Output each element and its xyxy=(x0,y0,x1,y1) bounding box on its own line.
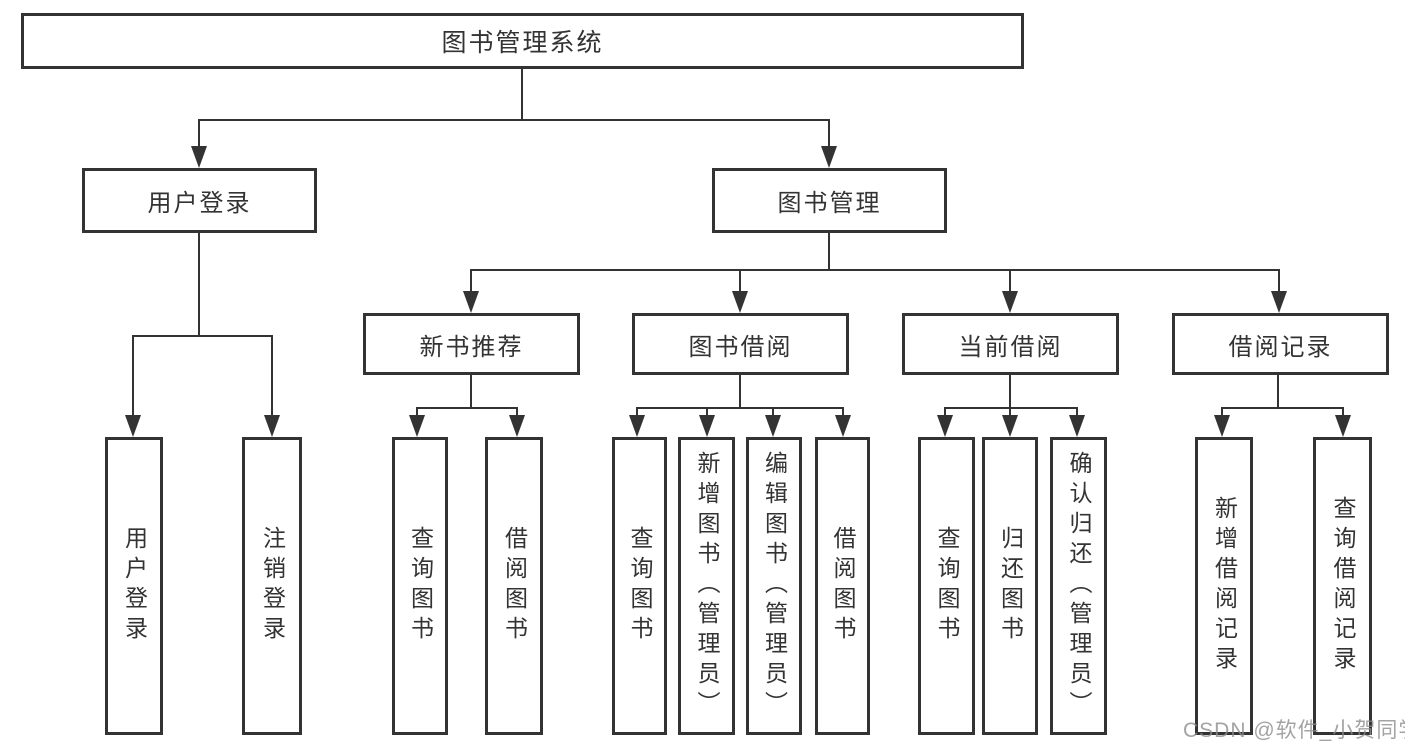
leaf-logout-label: 注销登录 xyxy=(259,526,286,646)
arrow-down-icon xyxy=(629,415,645,437)
arrow-shaft xyxy=(132,335,134,419)
node-user-login-label: 用户登录 xyxy=(147,190,252,217)
vline xyxy=(739,375,741,409)
vline xyxy=(1009,375,1011,409)
leaf-borrow-book: 借阅图书 xyxy=(815,437,870,735)
arrow-down-icon xyxy=(1214,415,1230,437)
arrow-down-icon xyxy=(835,415,851,437)
leaf-query-borrow-record-label: 查询借阅记录 xyxy=(1330,496,1356,676)
arrow-shaft xyxy=(1076,407,1078,419)
leaf-edit-book-admin: 编辑图书（管理员） xyxy=(746,437,802,735)
arrow-down-icon xyxy=(125,415,141,437)
arrow-shaft xyxy=(842,407,844,419)
node-book-management: 图书管理 xyxy=(712,168,947,233)
arrow-down-icon xyxy=(765,415,781,437)
arrow-shaft xyxy=(470,269,472,293)
leaf-add-borrow-record: 新增借阅记录 xyxy=(1195,437,1253,735)
arrow-shaft xyxy=(828,119,830,149)
arrow-shaft xyxy=(271,335,273,419)
node-book-borrow-label: 图书借阅 xyxy=(688,333,793,361)
arrow-down-icon xyxy=(1271,291,1287,313)
leaf-return-book-label: 归还图书 xyxy=(997,526,1024,646)
arrow-shaft xyxy=(516,407,518,419)
arrow-shaft xyxy=(198,119,200,149)
leaf-recommend-borrow-book-label: 借阅图书 xyxy=(501,526,528,646)
arrow-shaft xyxy=(416,407,418,419)
arrow-down-icon xyxy=(1335,415,1351,437)
hline xyxy=(944,407,1078,409)
node-current-borrow: 当前借阅 xyxy=(902,313,1119,375)
arrow-down-icon xyxy=(1069,415,1085,437)
arrow-shaft xyxy=(636,407,638,419)
leaf-borrow-book-label: 借阅图书 xyxy=(830,526,856,646)
leaf-add-book-admin-label: 新增图书（管理员） xyxy=(694,451,720,721)
leaf-confirm-return-admin-label: 确认归还（管理员） xyxy=(1066,451,1092,721)
leaf-recommend-borrow-book: 借阅图书 xyxy=(485,437,543,735)
hline xyxy=(636,407,844,409)
hline xyxy=(470,269,1280,271)
hline xyxy=(416,407,518,409)
node-root-label: 图书管理系统 xyxy=(441,29,604,57)
arrow-down-icon xyxy=(509,415,525,437)
leaf-user-login: 用户登录 xyxy=(105,437,163,735)
arrow-down-icon xyxy=(699,415,715,437)
hline xyxy=(1221,407,1344,409)
arrow-shaft xyxy=(1342,407,1344,419)
arrow-down-icon xyxy=(1002,415,1018,437)
arrow-down-icon xyxy=(191,146,207,168)
watermark-text: CSDN @软件_小贺同学 xyxy=(1183,719,1405,742)
vline xyxy=(1277,375,1279,409)
arrow-down-icon xyxy=(821,146,837,168)
arrow-shaft xyxy=(1221,407,1223,419)
arrow-shaft xyxy=(1009,269,1011,293)
arrow-down-icon xyxy=(1002,291,1018,313)
leaf-edit-book-admin-label: 编辑图书（管理员） xyxy=(761,451,788,721)
arrow-down-icon xyxy=(732,291,748,313)
leaf-add-borrow-record-label: 新增借阅记录 xyxy=(1211,496,1238,676)
leaf-current-query-book-label: 查询图书 xyxy=(934,526,960,646)
arrow-shaft xyxy=(1278,269,1280,293)
hline xyxy=(198,119,830,121)
leaf-confirm-return-admin: 确认归还（管理员） xyxy=(1050,437,1107,735)
leaf-borrow-query-book: 查询图书 xyxy=(612,437,667,735)
node-new-book-recommend-label: 新书推荐 xyxy=(419,333,524,361)
node-borrow-record: 借阅记录 xyxy=(1172,313,1389,375)
leaf-recommend-query-book: 查询图书 xyxy=(392,437,448,735)
leaf-logout: 注销登录 xyxy=(242,437,302,735)
node-book-borrow: 图书借阅 xyxy=(632,313,849,375)
leaf-return-book: 归还图书 xyxy=(982,437,1038,735)
node-new-book-recommend: 新书推荐 xyxy=(363,313,580,375)
leaf-query-borrow-record: 查询借阅记录 xyxy=(1313,437,1372,735)
arrow-shaft xyxy=(1009,407,1011,419)
vline xyxy=(198,233,200,337)
arrow-shaft xyxy=(739,269,741,293)
node-book-management-label: 图书管理 xyxy=(777,190,882,217)
hline xyxy=(132,335,273,337)
arrow-down-icon xyxy=(264,415,280,437)
leaf-borrow-query-book-label: 查询图书 xyxy=(627,526,653,646)
vline xyxy=(828,233,830,271)
vline xyxy=(521,68,523,121)
arrow-down-icon xyxy=(409,415,425,437)
node-user-login: 用户登录 xyxy=(82,168,317,233)
leaf-recommend-query-book-label: 查询图书 xyxy=(407,526,434,646)
arrow-shaft xyxy=(706,407,708,419)
leaf-user-login-label: 用户登录 xyxy=(121,526,148,646)
node-root-system: 图书管理系统 xyxy=(21,13,1024,69)
leaf-add-book-admin: 新增图书（管理员） xyxy=(678,437,735,735)
node-current-borrow-label: 当前借阅 xyxy=(958,333,1063,361)
arrow-down-icon xyxy=(937,415,953,437)
arrow-shaft xyxy=(772,407,774,419)
vline xyxy=(470,375,472,409)
arrow-down-icon xyxy=(463,291,479,313)
node-borrow-record-label: 借阅记录 xyxy=(1228,333,1333,361)
leaf-current-query-book: 查询图书 xyxy=(918,437,975,735)
arrow-shaft xyxy=(944,407,946,419)
